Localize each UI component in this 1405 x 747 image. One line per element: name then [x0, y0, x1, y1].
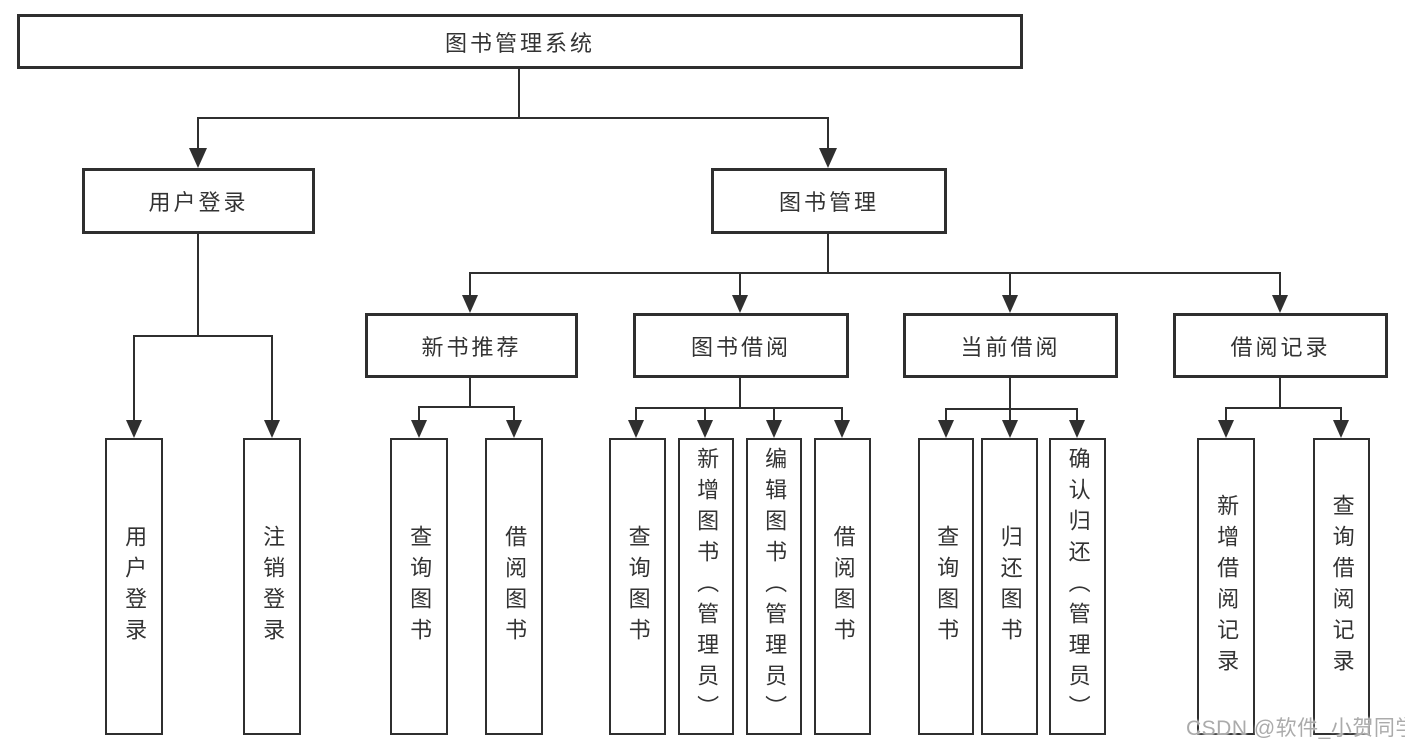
- csdn-watermark: CSDN @软件_小贺同学: [1186, 717, 1405, 740]
- node-label: 图书管理系统: [444, 30, 595, 56]
- arrowheads: [126, 148, 1349, 438]
- leaf-label: 用户登录: [122, 524, 148, 649]
- leaf-label: 查询图书: [407, 524, 433, 649]
- leaf-label: 注销登录: [260, 524, 286, 649]
- node-borrowing-records: 借阅记录: [1173, 313, 1388, 378]
- leaf-add-borrow-record: 新增借阅记录: [1197, 438, 1255, 735]
- leaf-add-book-admin: 新增图书（管理员）: [678, 438, 734, 735]
- leaf-user-login: 用户登录: [105, 438, 163, 735]
- leaf-logout: 注销登录: [243, 438, 301, 735]
- node-new-book-recommendation: 新书推荐: [365, 313, 578, 378]
- leaf-label: 新增借阅记录: [1214, 493, 1240, 680]
- leaf-label: 归还图书: [997, 524, 1023, 649]
- node-label: 当前借阅: [960, 334, 1061, 360]
- leaf-label: 查询图书: [934, 524, 960, 649]
- leaf-label: 借阅图书: [830, 524, 856, 649]
- leaf-query-borrow-record: 查询借阅记录: [1313, 438, 1370, 735]
- leaf-label: 查询图书: [625, 524, 651, 649]
- node-user-login: 用户登录: [82, 168, 315, 234]
- leaf-query-books-borrowing: 查询图书: [609, 438, 666, 735]
- node-label: 新书推荐: [421, 334, 522, 360]
- node-library-management-system: 图书管理系统: [17, 14, 1023, 69]
- leaf-return-book: 归还图书: [981, 438, 1038, 735]
- node-label: 借阅记录: [1230, 334, 1331, 360]
- node-label: 图书管理: [778, 190, 879, 215]
- leaf-label: 确认归还（管理员）: [1065, 447, 1091, 726]
- leaf-label: 借阅图书: [502, 524, 528, 649]
- leaf-label: 查询借阅记录: [1329, 493, 1355, 680]
- leaf-label: 新增图书（管理员）: [694, 447, 720, 726]
- node-book-management: 图书管理: [711, 168, 947, 234]
- node-label: 图书借阅: [690, 334, 791, 360]
- leaf-borrow-books-recommend: 借阅图书: [485, 438, 543, 735]
- leaf-query-books-current: 查询图书: [918, 438, 974, 735]
- node-book-borrowing: 图书借阅: [633, 313, 849, 378]
- leaf-label: 编辑图书（管理员）: [762, 447, 788, 726]
- leaf-confirm-return-admin: 确认归还（管理员）: [1049, 438, 1106, 735]
- leaf-query-books-recommend: 查询图书: [390, 438, 448, 735]
- node-current-borrowing: 当前借阅: [903, 313, 1118, 378]
- leaf-borrow-books-borrowing: 借阅图书: [814, 438, 871, 735]
- leaf-edit-book-admin: 编辑图书（管理员）: [746, 438, 802, 735]
- node-label: 用户登录: [148, 190, 249, 215]
